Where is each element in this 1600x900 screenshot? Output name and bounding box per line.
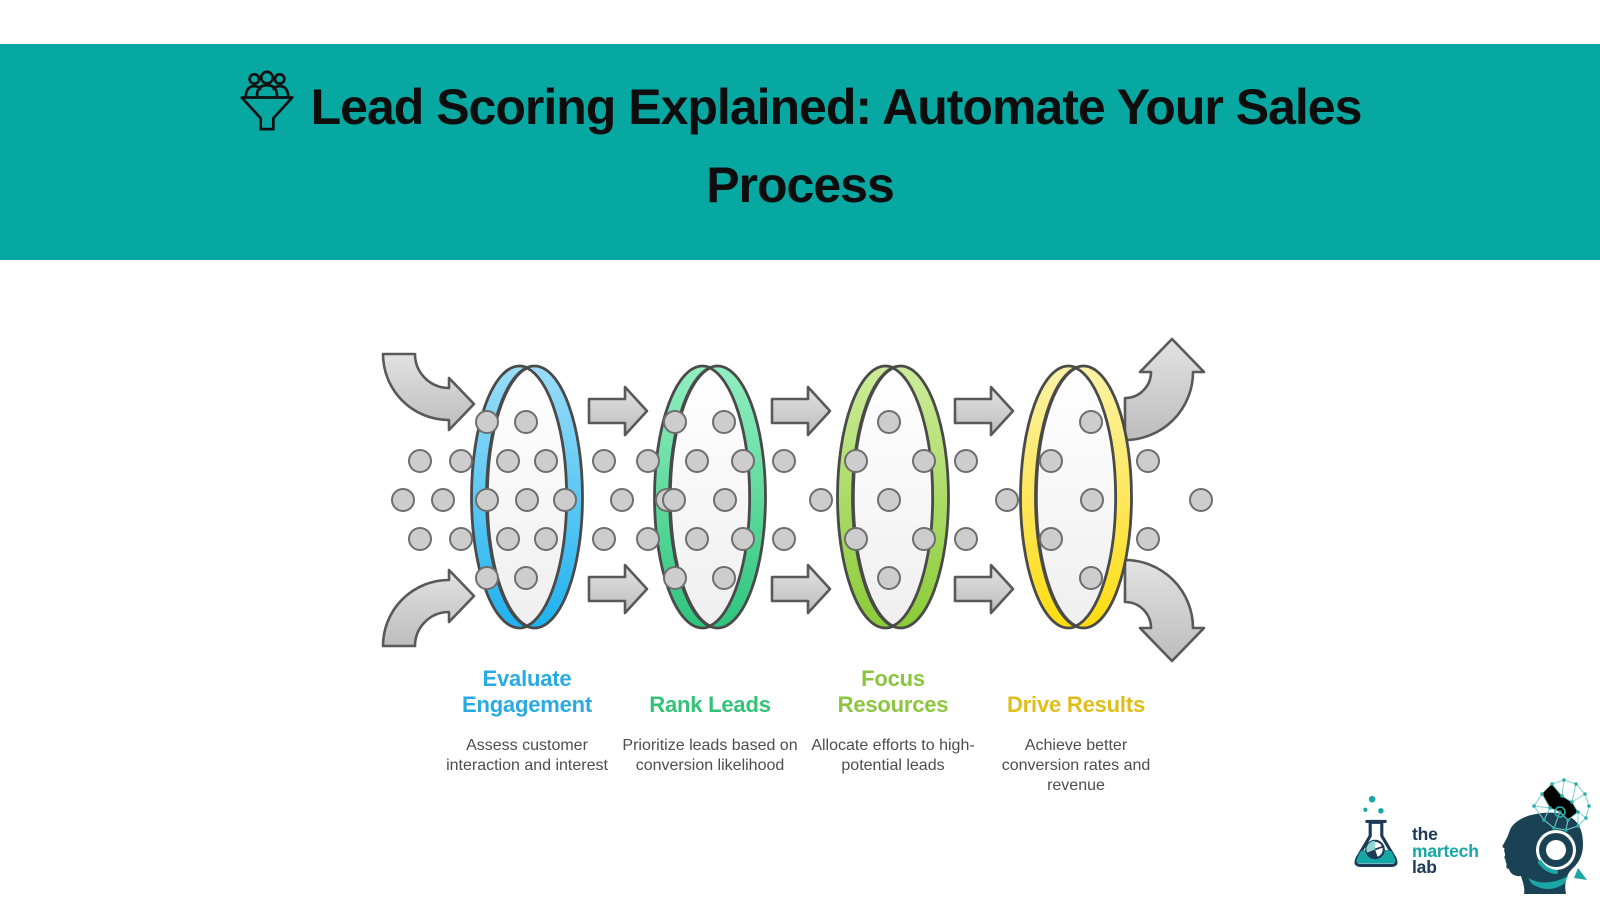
title-text-line2: Process	[706, 157, 895, 213]
flow-arrow	[770, 385, 832, 437]
title-text-line1: Lead Scoring Explained: Automate Your Sa…	[310, 79, 1363, 135]
step-column-evaluate-engagement: Evaluate Engagement Assess customer inte…	[417, 656, 637, 776]
exit-arrow-top	[1123, 337, 1206, 442]
flow-arrow	[587, 563, 649, 615]
logo-word-martech: martech	[1412, 840, 1479, 861]
step-description: Assess customer interaction and interest	[446, 737, 608, 774]
step-column-drive-results: Drive Results Achieve better conversion …	[966, 656, 1186, 796]
step-title-line: Evaluate	[482, 666, 572, 691]
flow-arrow	[770, 563, 832, 615]
martech-lab-wordmark: the martech lab	[1412, 826, 1479, 876]
step-column-rank-leads: Rank Leads Prioritize leads based on con…	[600, 656, 820, 776]
logo-word-the: the	[1412, 824, 1438, 844]
page-title: Lead Scoring Explained: Automate Your Sa…	[0, 70, 1600, 219]
logo-word-lab: lab	[1412, 857, 1437, 877]
flask-icon	[1354, 795, 1398, 867]
flow-arrows	[587, 385, 1015, 615]
step-column-focus-resources: Focus Resources Allocate efforts to high…	[783, 656, 1003, 776]
step-title-line: Focus	[861, 666, 925, 691]
step-title-line: Engagement	[461, 692, 593, 717]
martech-lab-logo: the martech lab	[1346, 792, 1479, 876]
page-title-line1: Lead Scoring Explained: Automate Your Sa…	[0, 70, 1600, 151]
step-title: Focus Resources	[783, 656, 1003, 718]
ai-head-network-logo	[1502, 778, 1591, 894]
lead-dots	[391, 410, 1213, 590]
funnel-people-icon	[239, 70, 295, 151]
step-title-line: Drive Results	[1006, 692, 1145, 717]
step-description: Allocate efforts to high-potential leads	[811, 737, 975, 774]
flow-arrow	[953, 563, 1015, 615]
step-title: Rank Leads	[600, 656, 820, 718]
exit-arrow-bottom	[1123, 558, 1206, 663]
lead-flow-diagram	[381, 337, 1213, 663]
step-title: Evaluate Engagement	[417, 656, 637, 718]
entry-arrow-bottom	[381, 568, 476, 648]
ring-drive-results	[1019, 364, 1133, 630]
flow-arrow	[953, 385, 1015, 437]
entry-arrow-top	[381, 352, 476, 432]
step-title: Drive Results	[966, 656, 1186, 718]
flow-arrow	[587, 385, 649, 437]
step-description: Prioritize leads based on conversion lik…	[622, 737, 798, 774]
step-description: Achieve better conversion rates and reve…	[1001, 737, 1151, 794]
step-title-line: Resources	[837, 692, 949, 717]
step-title-line: Rank Leads	[649, 692, 771, 717]
title-banner: Lead Scoring Explained: Automate Your Sa…	[0, 44, 1600, 260]
